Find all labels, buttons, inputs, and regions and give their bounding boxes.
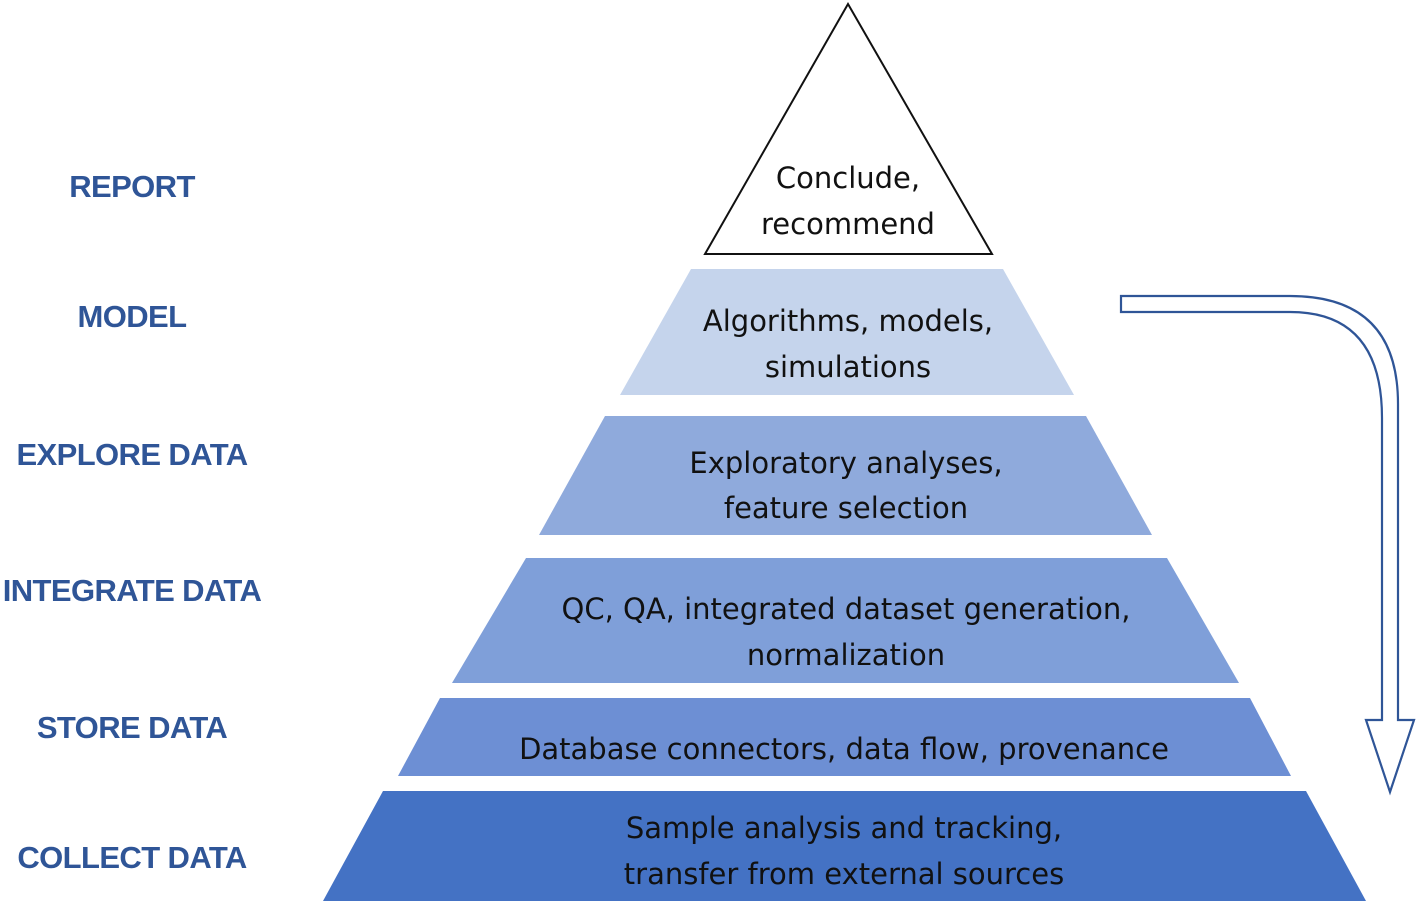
pyramid-tier-model	[620, 269, 1074, 395]
stage-label-explore-data: EXPLORE DATA	[16, 437, 247, 472]
tier-model-text-line-1: Algorithms, models,	[703, 304, 993, 338]
stage-label-model: MODEL	[78, 299, 187, 334]
stage-label-report: REPORT	[69, 169, 195, 204]
tier-model-text-line-2: simulations	[765, 350, 931, 384]
pyramid-tier-explore-data	[539, 416, 1152, 535]
pyramid-tier-report	[703, 1, 994, 255]
stage-label-store-data: STORE DATA	[37, 710, 228, 745]
tier-report-text-line-1: Conclude,	[776, 161, 920, 195]
tier-report-text-line-2: recommend	[761, 207, 935, 241]
tier-store-data-text-line-1: Database connectors, data flow, provenan…	[519, 732, 1169, 766]
tier-collect-data-text-line-2: transfer from external sources	[624, 857, 1064, 891]
tier-collect-data-text-line-1: Sample analysis and tracking,	[626, 811, 1062, 845]
curved-down-arrow-icon	[1119, 294, 1416, 796]
tier-integrate-data-text-line-2: normalization	[747, 638, 945, 672]
pyramid-tier-store-data	[398, 698, 1291, 776]
tier-integrate-data-text-line-1: QC, QA, integrated dataset generation,	[562, 592, 1131, 626]
pyramid-tier-collect-data	[323, 791, 1366, 901]
pyramid-tier-integrate-data	[452, 558, 1239, 683]
tier-explore-data-text-line-2: feature selection	[724, 491, 968, 525]
tier-explore-data-text-line-1: Exploratory analyses,	[689, 446, 1002, 480]
stage-label-collect-data: COLLECT DATA	[17, 840, 246, 875]
stage-label-integrate-data: INTEGRATE DATA	[3, 573, 262, 608]
